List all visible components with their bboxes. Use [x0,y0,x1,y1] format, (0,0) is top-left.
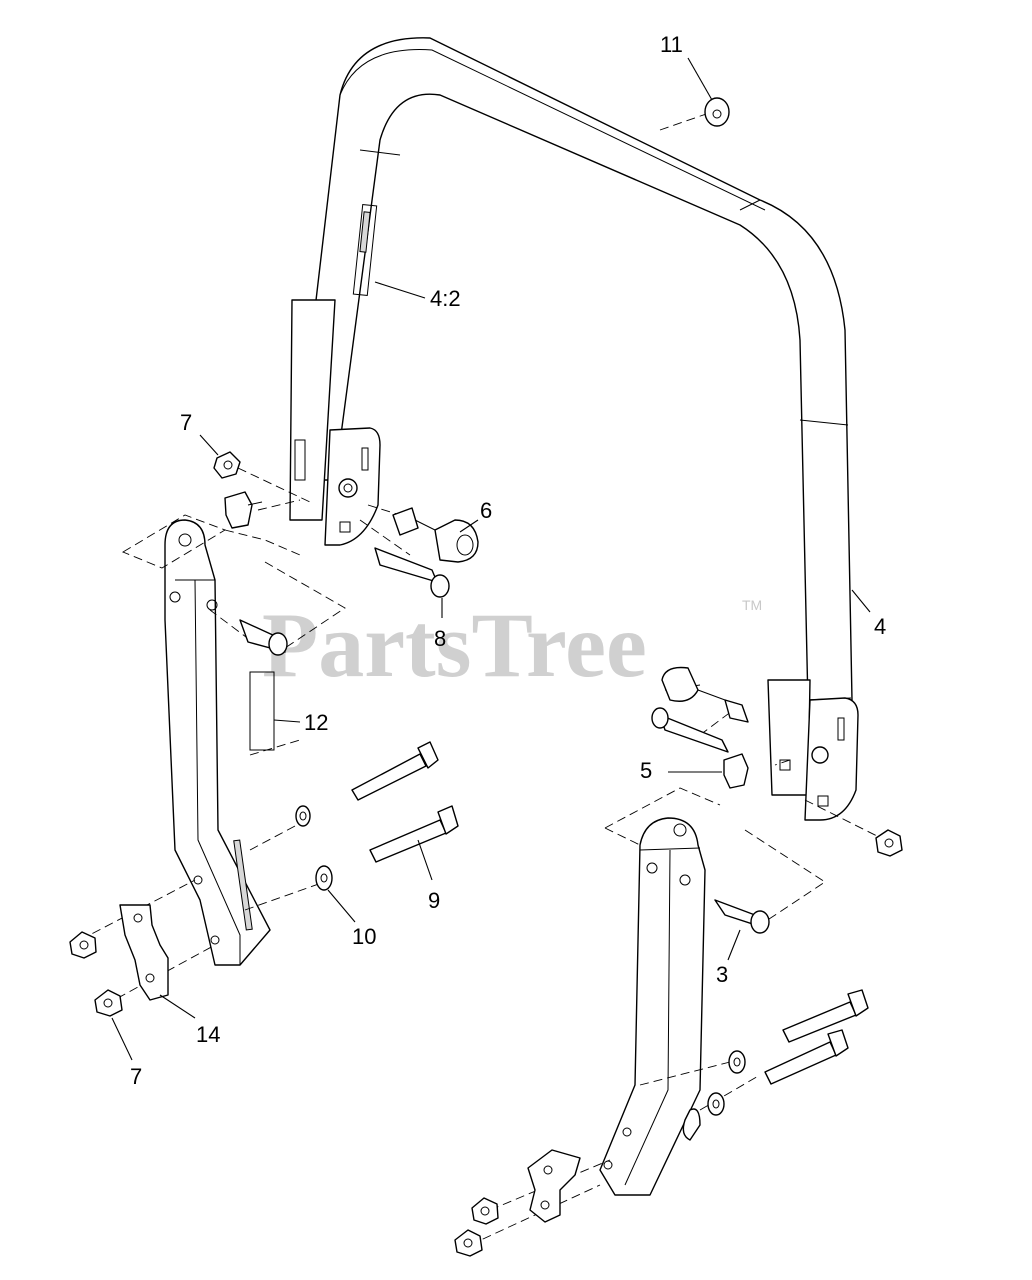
callout-12: 12 [304,710,328,735]
callout-10: 10 [352,924,376,949]
callout-14: 14 [196,1022,220,1047]
callouts: 11 4:2 7 6 8 4 12 5 9 10 3 14 7 [130,32,886,1089]
watermark-brand: PartsTree [262,594,647,696]
callout-9: 9 [428,888,440,913]
callout-7-bottom: 7 [130,1064,142,1089]
callout-8: 8 [434,626,446,651]
callout-7-top: 7 [180,410,192,435]
right-lower-post [599,817,706,1196]
hardware [69,97,903,1257]
roll-bar-hoop [289,37,859,821]
leader-lines [111,57,871,1061]
callout-4: 4 [874,614,886,639]
callout-5: 5 [640,758,652,783]
watermark-trademark: TM [742,597,762,613]
callout-6: 6 [480,498,492,523]
callout-3: 3 [716,962,728,987]
callout-4-2: 4:2 [430,286,461,311]
callout-11: 11 [660,32,683,57]
left-lower-post [164,519,275,966]
watermark: PartsTree TM [262,594,762,696]
